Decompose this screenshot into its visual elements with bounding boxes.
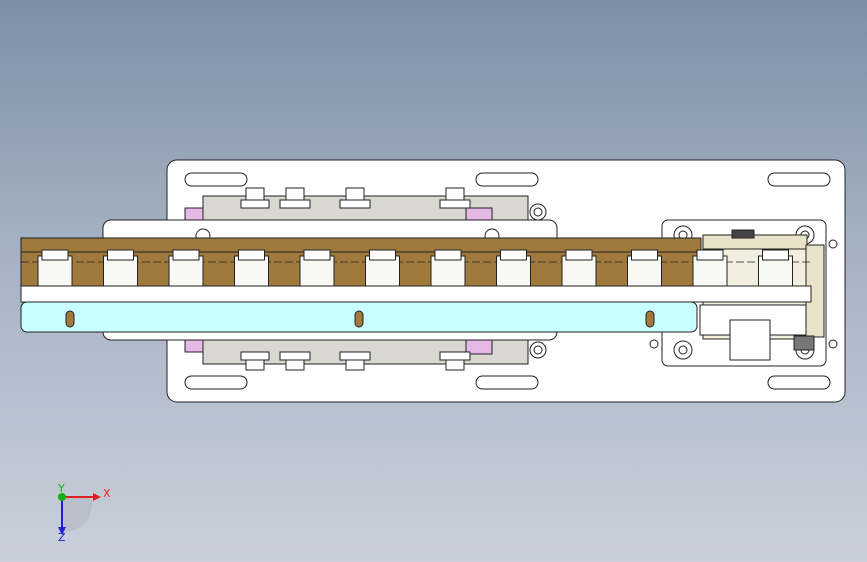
roller [299,249,335,302]
roller [758,249,793,302]
conveyor-rail [20,237,810,287]
z-axis-label: Z [58,531,66,544]
roller [234,249,269,302]
roller [627,249,662,302]
x-axis-label: X [103,487,111,500]
bottom-fittings [240,351,471,371]
roller [692,249,728,302]
orientation-triad[interactable]: X Y Z [57,482,111,544]
roller [561,249,597,302]
y-axis-dot [58,493,66,501]
y-axis-label: Y [57,482,65,495]
guide-rail [20,285,812,333]
top-fittings [240,187,471,209]
